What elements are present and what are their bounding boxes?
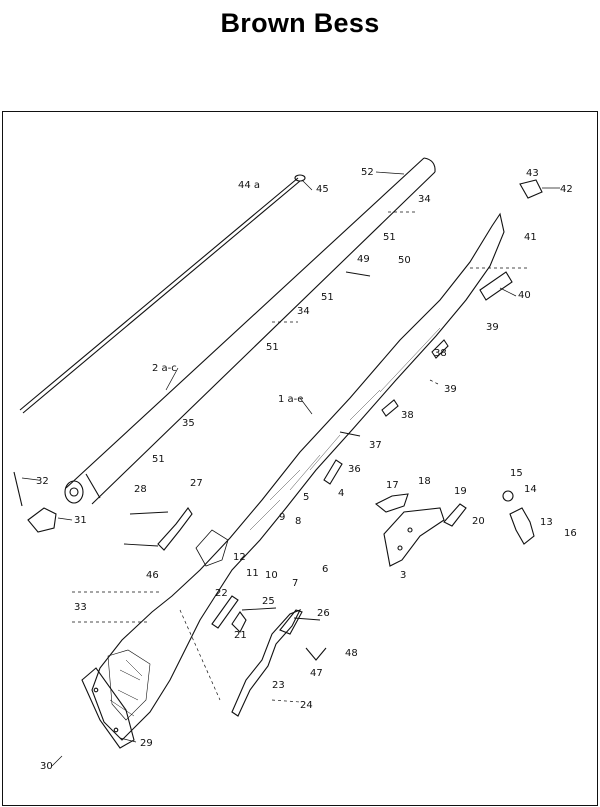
label-48: 48 xyxy=(345,648,358,659)
nose-cap xyxy=(519,179,543,199)
label-51-d: 51 xyxy=(152,454,165,465)
label-50: 50 xyxy=(398,255,411,266)
diagram-frame xyxy=(2,111,598,806)
label-39-lower: 39 xyxy=(444,384,457,395)
label-37: 37 xyxy=(369,440,382,451)
label-28: 28 xyxy=(134,484,147,495)
label-41: 41 xyxy=(524,232,537,243)
label-25: 25 xyxy=(262,596,275,607)
label-26: 26 xyxy=(317,608,330,619)
label-14: 14 xyxy=(524,484,537,495)
lock-plate xyxy=(383,507,445,567)
label-1: 1 a-e xyxy=(278,394,303,405)
label-39-upper: 39 xyxy=(486,322,499,333)
label-30: 30 xyxy=(40,761,53,772)
label-43: 43 xyxy=(526,168,539,179)
cock xyxy=(374,493,409,513)
label-38-upper: 38 xyxy=(434,348,447,359)
tang-screw xyxy=(13,471,23,507)
butt-plate xyxy=(81,667,135,749)
side-plate xyxy=(231,608,302,717)
label-10: 10 xyxy=(265,570,278,581)
ramrod-pipe-lower xyxy=(381,399,399,417)
ramrod-pipe-upper xyxy=(479,271,513,301)
tail-pipe xyxy=(323,459,343,485)
trigger xyxy=(231,611,247,633)
label-51-a: 51 xyxy=(383,232,396,243)
label-8: 8 xyxy=(295,516,301,527)
part-labels: 1 a-e 2 a-c 3 4 5 6 7 8 9 10 11 12 13 14… xyxy=(36,167,577,772)
barrel xyxy=(64,157,436,505)
label-7: 7 xyxy=(292,578,298,589)
label-12: 12 xyxy=(233,552,246,563)
label-15: 15 xyxy=(510,468,523,479)
stock xyxy=(91,212,505,741)
label-36: 36 xyxy=(348,464,361,475)
label-5: 5 xyxy=(303,492,309,503)
ramrod-pipe-middle xyxy=(431,339,449,359)
leader-lines xyxy=(72,211,528,703)
label-21: 21 xyxy=(234,630,247,641)
label-6: 6 xyxy=(322,564,328,575)
label-32: 32 xyxy=(36,476,49,487)
label-51-b: 51 xyxy=(321,292,334,303)
label-11: 11 xyxy=(246,568,259,579)
escutcheon xyxy=(157,507,193,551)
label-42: 42 xyxy=(560,184,573,195)
pan xyxy=(502,490,514,502)
breech-plug xyxy=(27,507,57,533)
label-19: 19 xyxy=(454,486,467,497)
label-23: 23 xyxy=(272,680,285,691)
label-18: 18 xyxy=(418,476,431,487)
label-33: 33 xyxy=(74,602,87,613)
frizzen-spring xyxy=(443,503,467,527)
label-24: 24 xyxy=(300,700,313,711)
label-47: 47 xyxy=(310,668,323,679)
label-9: 9 xyxy=(279,512,285,523)
label-20: 20 xyxy=(472,516,485,527)
pins xyxy=(123,271,371,621)
label-27: 27 xyxy=(190,478,203,489)
label-40: 40 xyxy=(518,290,531,301)
label-31: 31 xyxy=(74,515,87,526)
label-51-c: 51 xyxy=(266,342,279,353)
label-4: 4 xyxy=(338,488,344,499)
ramrod xyxy=(19,174,306,414)
label-22: 22 xyxy=(215,588,228,599)
sling-swivel xyxy=(305,647,327,661)
label-35: 35 xyxy=(182,418,195,429)
label-34-lower: 34 xyxy=(297,306,310,317)
diagram-title: Brown Bess xyxy=(220,8,380,38)
label-16: 16 xyxy=(564,528,577,539)
leader-ticks xyxy=(21,171,560,767)
label-44: 44 a xyxy=(238,180,260,191)
label-46: 46 xyxy=(146,570,159,581)
label-45: 45 xyxy=(316,184,329,195)
label-29: 29 xyxy=(140,738,153,749)
label-13: 13 xyxy=(540,517,553,528)
label-49: 49 xyxy=(357,254,370,265)
label-17: 17 xyxy=(386,480,399,491)
frizzen xyxy=(509,507,535,545)
label-38-lower: 38 xyxy=(401,410,414,421)
label-52: 52 xyxy=(361,167,374,178)
label-3: 3 xyxy=(400,570,406,581)
label-34-upper: 34 xyxy=(418,194,431,205)
label-2: 2 a-c xyxy=(152,363,177,374)
trigger-guard xyxy=(279,609,303,635)
trigger-plate xyxy=(211,595,239,629)
